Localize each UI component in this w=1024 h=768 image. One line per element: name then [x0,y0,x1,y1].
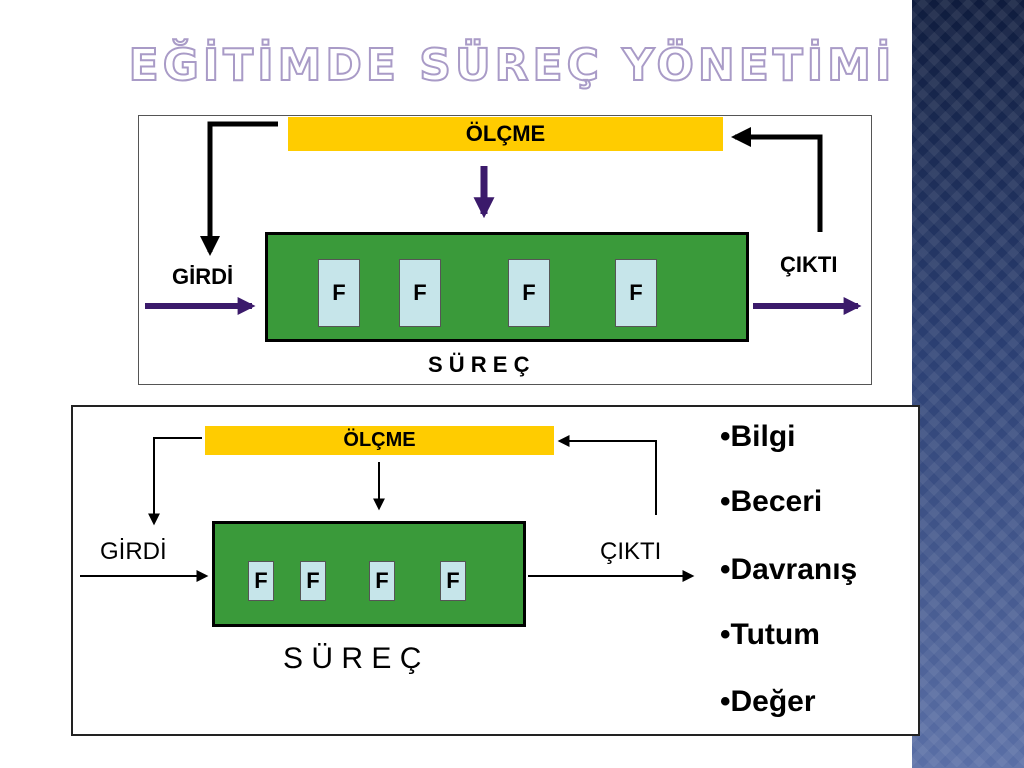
bottom-feedback-left-arrow [148,437,202,526]
bottom-feedback-right-arrow [557,435,657,515]
top-function-box-4: F [615,259,657,327]
output-list-item-5: •Değer [720,685,816,718]
top-input-label: GİRDİ [172,264,234,289]
bottom-process-label: S Ü R E Ç [283,642,422,675]
bottom-function-box-4: F [440,561,466,601]
output-list-item-4: •Tutum [720,618,820,651]
top-measure-bar: ÖLÇME [288,117,723,151]
bottom-function-box-2: F [300,561,326,601]
bottom-measure-bar: ÖLÇME [205,426,554,455]
bottom-function-box-1: F [248,561,274,601]
top-feedback-right-arrow [731,127,823,232]
top-function-box-2: F [399,259,441,327]
bottom-input-label: GİRDİ [100,538,167,565]
top-function-box-1: F [318,259,360,327]
bottom-output-label: ÇIKTI [600,538,662,565]
bottom-function-box-3: F [369,561,395,601]
output-list-item-1: •Bilgi [720,420,796,453]
top-output-label: ÇIKTI [780,252,838,277]
output-list-item-3: •Davranış [720,553,858,586]
page-title: EĞİTİMDE SÜREÇ YÖNETİMİ [128,39,896,92]
top-process-label: S Ü R E Ç [428,352,530,377]
top-function-box-3: F [508,259,550,327]
output-list-item-2: •Beceri [720,485,823,518]
top-feedback-left-arrow [200,121,278,256]
side-decoration-band [912,0,1024,768]
